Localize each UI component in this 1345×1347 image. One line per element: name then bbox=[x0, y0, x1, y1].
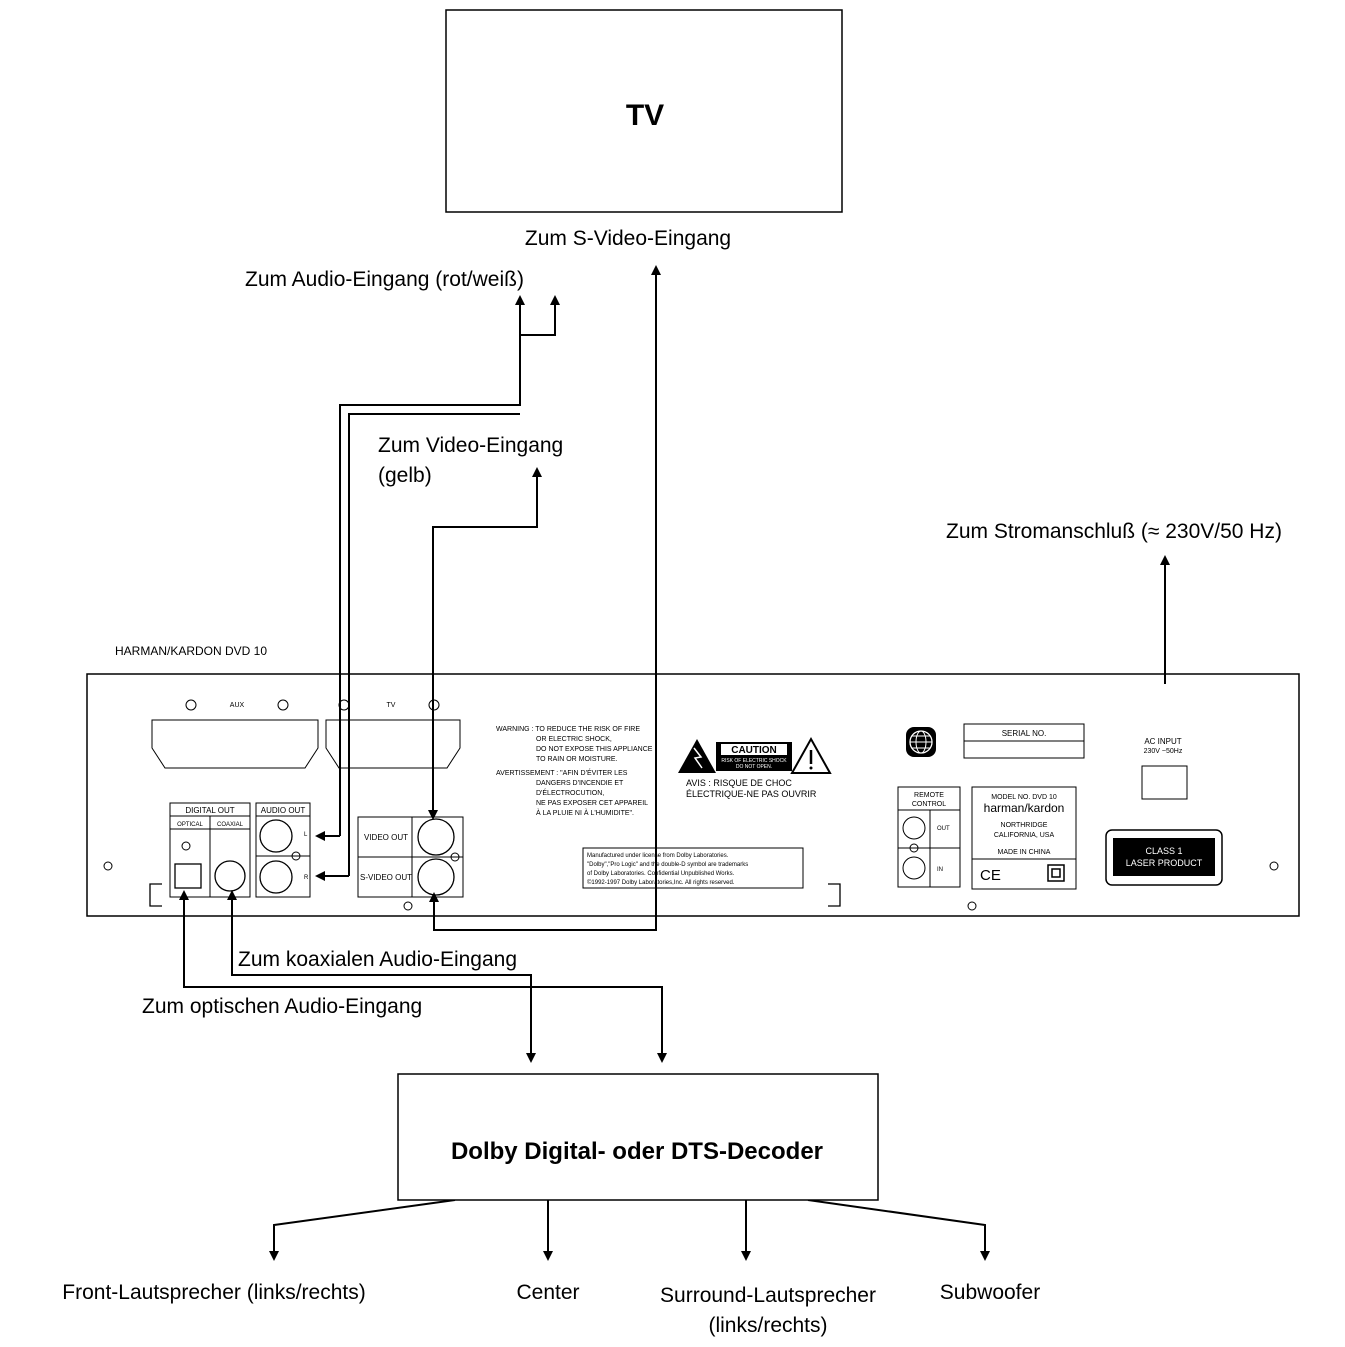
svg-text:REMOTE: REMOTE bbox=[914, 792, 944, 799]
svg-text:S-VIDEO OUT: S-VIDEO OUT bbox=[360, 873, 412, 882]
video-out-block: VIDEO OUT S-VIDEO OUT bbox=[357, 816, 464, 898]
svg-text:OR ELECTRIC SHOCK,: OR ELECTRIC SHOCK, bbox=[536, 736, 612, 743]
svg-text:COAXIAL: COAXIAL bbox=[217, 822, 244, 828]
remote-out-jack bbox=[902, 816, 926, 840]
laser-class-label: CLASS 1 LASER PRODUCT bbox=[1105, 829, 1223, 886]
svg-text:À LA PLUIE NI À L'HUMIDITE".: À LA PLUIE NI À L'HUMIDITE". bbox=[536, 808, 634, 817]
svg-text:MADE IN CHINA: MADE IN CHINA bbox=[998, 849, 1051, 856]
connection-lines bbox=[179, 265, 1170, 1261]
optical-jack bbox=[174, 863, 202, 889]
exclamation-warning-icon bbox=[790, 736, 832, 774]
svg-text:R: R bbox=[304, 875, 309, 881]
video-input-label-line1: Zum Video-Eingang bbox=[378, 434, 563, 457]
svg-text:DO NOT OPEN.: DO NOT OPEN. bbox=[736, 764, 772, 770]
svg-text:DIGITAL OUT: DIGITAL OUT bbox=[185, 806, 234, 815]
front-speaker-label: Front-Lautsprecher (links/rechts) bbox=[62, 1281, 365, 1304]
svg-text:OPTICAL: OPTICAL bbox=[177, 822, 203, 828]
ac-input: AC INPUT 230V ~50Hz bbox=[1141, 737, 1188, 800]
svg-text:L: L bbox=[304, 832, 308, 838]
audio-left-cable bbox=[339, 295, 525, 836]
audio-out-block: AUDIO OUT L R bbox=[255, 802, 311, 898]
svg-text:CLASS 1: CLASS 1 bbox=[1145, 846, 1182, 856]
decoder-label: Dolby Digital- oder DTS-Decoder bbox=[451, 1138, 823, 1165]
svg-text:of Dolby Laboratories. Confid: of Dolby Laboratories. Confidential Unpu… bbox=[587, 871, 735, 877]
svg-text:WARNING : TO REDUCE THE RISK O: WARNING : TO REDUCE THE RISK OF FIRE bbox=[496, 726, 640, 733]
ce-mark: CE bbox=[980, 867, 1001, 884]
remote-in-jack bbox=[902, 856, 926, 880]
screw-hole bbox=[967, 901, 977, 911]
audio-input-label: Zum Audio-Eingang (rot/weiß) bbox=[245, 268, 524, 291]
optical-cable bbox=[183, 960, 667, 1063]
svg-text:"Dolby","Pro Logic" and the do: "Dolby","Pro Logic" and the double-D sym… bbox=[587, 862, 748, 868]
panel-bracket bbox=[149, 883, 162, 907]
video-input-label-line2: (gelb) bbox=[378, 464, 432, 487]
center-label: Center bbox=[516, 1281, 579, 1304]
svg-text:ÉLECTRIQUE-NE PAS OUVRIR: ÉLECTRIQUE-NE PAS OUVRIR bbox=[686, 789, 817, 799]
serial-number-box: SERIAL NO. bbox=[963, 723, 1085, 759]
svg-text:NORTHRIDGE: NORTHRIDGE bbox=[1001, 822, 1048, 829]
ac-socket bbox=[1141, 765, 1188, 800]
s-video-input-label: Zum S-Video-Eingang bbox=[525, 227, 731, 250]
svg-text:DANGERS D'INCENDIE ET: DANGERS D'INCENDIE ET bbox=[536, 780, 624, 787]
svg-text:Manufactured under license fro: Manufactured under license from Dolby La… bbox=[587, 853, 729, 859]
optical-input-label: Zum optischen Audio-Eingang bbox=[142, 995, 422, 1018]
caution-label: CAUTION RISK OF ELECTRIC SHOCK DO NOT OP… bbox=[678, 736, 832, 799]
svg-text:SERIAL NO.: SERIAL NO. bbox=[1002, 729, 1047, 738]
double-insulation-icon bbox=[1047, 864, 1065, 882]
screw-hole bbox=[103, 861, 113, 871]
front-speaker-line bbox=[269, 1199, 456, 1261]
screw-hole bbox=[403, 901, 413, 911]
audio-left-jack bbox=[259, 819, 293, 853]
coaxial-input-label: Zum koaxialen Audio-Eingang bbox=[238, 948, 517, 971]
subwoofer-label: Subwoofer bbox=[940, 1281, 1040, 1304]
lightning-warning-icon bbox=[678, 739, 716, 773]
screw-hole bbox=[1269, 861, 1279, 871]
svg-text:RISK OF ELECTRIC SHOCK: RISK OF ELECTRIC SHOCK bbox=[721, 758, 787, 764]
svg-text:NE PAS EXPOSER CET APPAREIL: NE PAS EXPOSER CET APPAREIL bbox=[536, 800, 648, 807]
svg-text:AUX: AUX bbox=[230, 702, 245, 709]
globe-icon bbox=[906, 727, 936, 757]
subwoofer-line bbox=[807, 1199, 990, 1261]
svg-text:CALIFORNIA, USA: CALIFORNIA, USA bbox=[994, 832, 1055, 839]
svg-text:TV: TV bbox=[387, 702, 396, 709]
svg-text:CONTROL: CONTROL bbox=[912, 801, 946, 808]
svg-text:CAUTION: CAUTION bbox=[731, 745, 777, 756]
decoder-box: Dolby Digital- oder DTS-Decoder bbox=[397, 1073, 879, 1201]
svg-text:VIDEO OUT: VIDEO OUT bbox=[364, 833, 408, 842]
tv-box: TV bbox=[445, 9, 843, 213]
svg-text:TO RAIN OR MOISTURE.: TO RAIN OR MOISTURE. bbox=[536, 756, 618, 763]
warning-text: WARNING : TO REDUCE THE RISK OF FIRE OR … bbox=[496, 726, 653, 817]
panel-model-title: HARMAN/KARDON DVD 10 bbox=[115, 644, 267, 658]
tv-label: TV bbox=[626, 99, 664, 132]
dolby-license-label: Manufactured under license from Dolby La… bbox=[582, 847, 804, 889]
svg-text:IN: IN bbox=[937, 867, 943, 873]
remote-control-block: REMOTE CONTROL OUT IN bbox=[897, 786, 961, 888]
surround-label-line1: Surround-Lautsprecher bbox=[660, 1284, 876, 1307]
svg-text:AUDIO OUT: AUDIO OUT bbox=[261, 806, 306, 815]
audio-right-cable bbox=[348, 413, 520, 876]
model-label: MODEL NO. DVD 10 harman/kardon NORTHRIDG… bbox=[971, 786, 1077, 890]
surround-label-line2: (links/rechts) bbox=[708, 1314, 827, 1337]
svg-text:AC INPUT: AC INPUT bbox=[1144, 737, 1181, 746]
rear-panel: HARMAN/KARDON DVD 10 AUX TV DIGITAL OUT bbox=[86, 644, 1300, 917]
aux-scart-connector: AUX bbox=[151, 699, 319, 769]
svg-text:OUT: OUT bbox=[937, 826, 950, 832]
svg-text:AVERTISSEMENT : "AFIN D'ÉVITER: AVERTISSEMENT : "AFIN D'ÉVITER LES bbox=[496, 768, 628, 777]
panel-bracket bbox=[828, 883, 841, 907]
svg-text:230V ~50Hz: 230V ~50Hz bbox=[1144, 748, 1183, 755]
svg-text:©1992-1997 Dolby Laboratories,: ©1992-1997 Dolby Laboratories,Inc. All r… bbox=[587, 879, 735, 886]
power-label: Zum Stromanschluß (≈ 230V/50 Hz) bbox=[946, 520, 1282, 543]
coaxial-cable bbox=[231, 902, 536, 1063]
svg-text:DO NOT EXPOSE THIS APPLIANCE: DO NOT EXPOSE THIS APPLIANCE bbox=[536, 746, 653, 753]
svg-text:harman/kardon: harman/kardon bbox=[984, 801, 1065, 815]
svg-text:AVIS : RISQUE DE CHOC: AVIS : RISQUE DE CHOC bbox=[686, 778, 792, 788]
svg-text:D'ÉLECTROCUTION,: D'ÉLECTROCUTION, bbox=[536, 788, 604, 797]
svg-text:MODEL NO. DVD 10: MODEL NO. DVD 10 bbox=[991, 794, 1057, 801]
audio-right-jack bbox=[259, 860, 293, 894]
svg-text:LASER PRODUCT: LASER PRODUCT bbox=[1126, 858, 1203, 868]
